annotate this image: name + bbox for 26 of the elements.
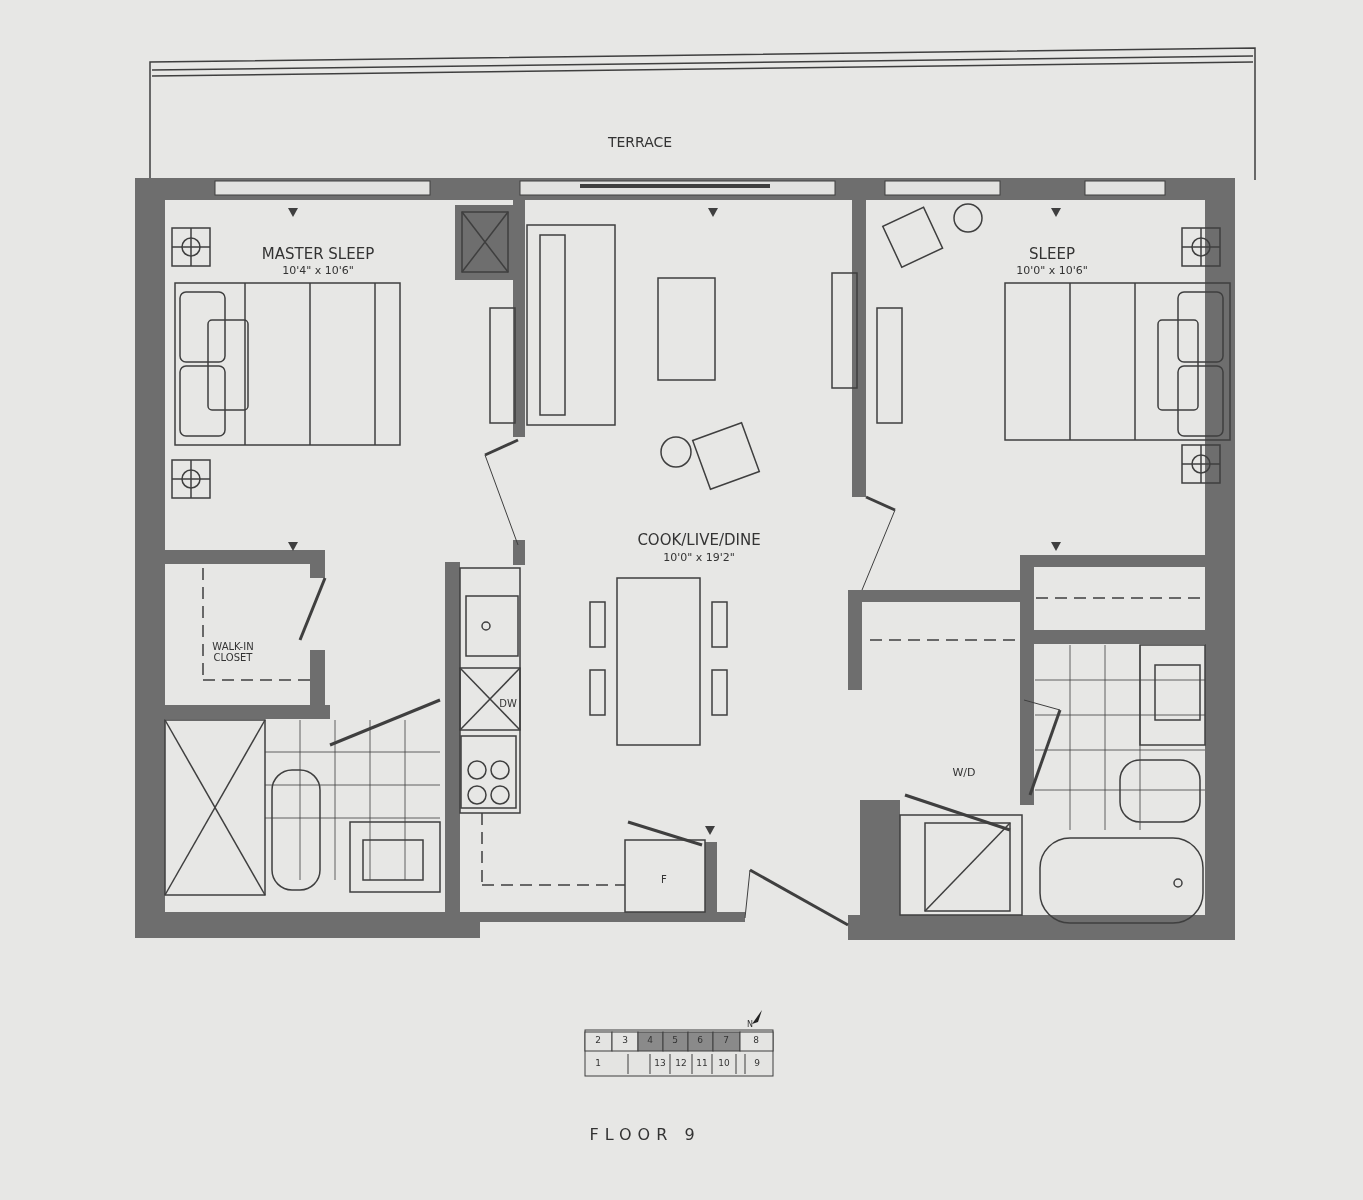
unit-number: 12 <box>675 1059 687 1069</box>
appliance-label: F <box>661 873 667 885</box>
unit-number: 11 <box>696 1059 708 1069</box>
unit-number: 5 <box>672 1036 678 1046</box>
unit-number: 7 <box>723 1036 729 1046</box>
room-label: SLEEP <box>1029 245 1075 263</box>
unit-number: 8 <box>753 1036 759 1046</box>
room-label: WALK-IN CLOSET <box>211 641 255 663</box>
room-label: COOK/LIVE/DINE <box>637 531 761 549</box>
room-dimension: 10'0" x 19'2" <box>663 551 735 565</box>
unit-number: 6 <box>697 1036 703 1046</box>
unit-number: 1 <box>595 1059 601 1069</box>
unit-number: 3 <box>622 1036 628 1046</box>
appliance-label: W/D <box>952 766 976 780</box>
unit-number: 4 <box>647 1036 653 1046</box>
room-dimension: 10'4" x 10'6" <box>282 264 354 278</box>
floor-label: FLOOR 9 <box>589 1126 701 1144</box>
unit-number: 2 <box>595 1036 601 1046</box>
unit-number: 10 <box>718 1059 730 1069</box>
unit-number: 13 <box>654 1059 666 1069</box>
room-dimension: 10'0" x 10'6" <box>1016 264 1088 278</box>
room-label: MASTER SLEEP <box>261 245 375 263</box>
room-label: TERRACE <box>607 135 673 151</box>
compass-letter: N <box>747 1020 753 1030</box>
appliance-label: DW <box>499 697 517 709</box>
unit-number: 9 <box>754 1059 760 1069</box>
